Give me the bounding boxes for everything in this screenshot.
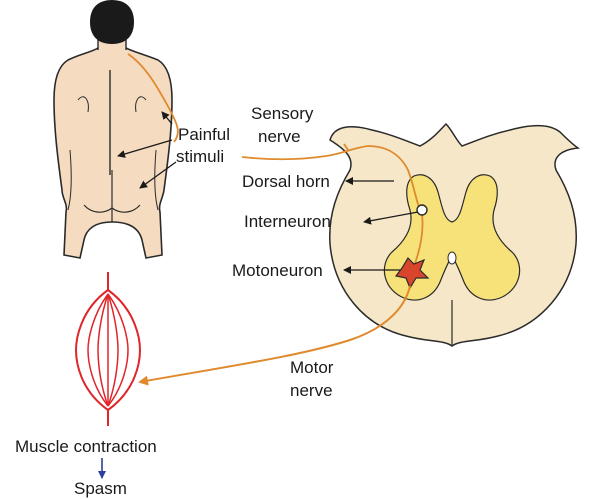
label-painful-line2: stimuli — [176, 147, 224, 166]
interneuron-cell — [417, 205, 427, 215]
central-canal — [448, 252, 456, 264]
head-hair — [90, 0, 134, 44]
muscle-illustration — [76, 272, 140, 426]
label-painful-line1: Painful — [178, 125, 230, 144]
label-dorsal-horn: Dorsal horn — [242, 172, 330, 191]
torso — [54, 48, 172, 258]
label-motoneuron: Motoneuron — [232, 261, 323, 280]
label-spasm: Spasm — [74, 479, 127, 498]
label-sensory-line1: Sensory — [251, 104, 314, 123]
label-muscle-contraction: Muscle contraction — [15, 437, 157, 456]
spinal-cord-cross-section — [330, 124, 578, 346]
label-motor-line1: Motor — [290, 358, 334, 377]
label-interneuron: Interneuron — [244, 212, 331, 231]
human-back-figure — [54, 0, 172, 258]
label-motor-line2: nerve — [290, 381, 333, 400]
label-sensory-line2: nerve — [258, 127, 301, 146]
